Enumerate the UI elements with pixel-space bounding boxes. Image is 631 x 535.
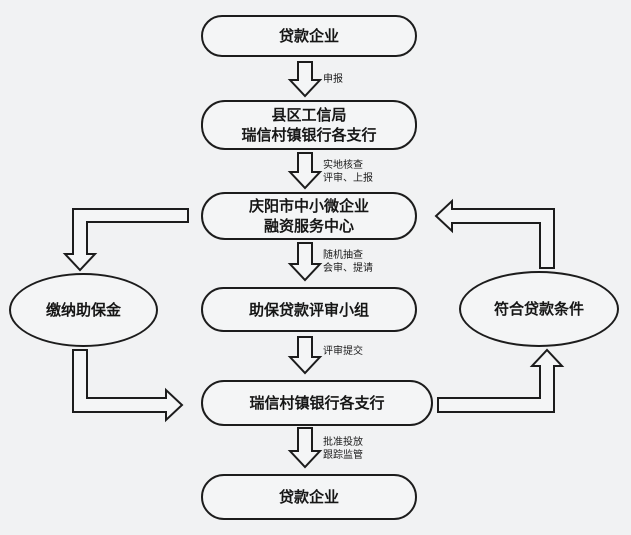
edge-label-declare: 申报 [323,74,343,85]
node-bottom-enterprise: 贷款企业 [201,474,417,520]
arrow-onsite-review [287,152,323,190]
node-financing-center: 庆阳市中小微企业 融资服务中心 [201,192,417,240]
node-review-group-label: 助保贷款评审小组 [248,300,369,319]
node-bottom-enterprise-label: 贷款企业 [278,488,339,506]
node-meets-conditions: 符合贷款条件 [459,271,619,347]
edge-label-onsite-line1: 实地核查 [323,160,363,171]
edge-label-approve-line1: 批准投放 [323,437,363,448]
arrow-guarantee-to-bank [72,349,184,423]
arrow-conditions-to-center [434,198,555,269]
edge-label-onsite-line2: 评审、上报 [323,173,373,184]
node-branch-bank: 瑞信村镇银行各支行 [201,380,433,426]
edge-label-sample-line1: 随机抽查 [323,250,363,261]
node-branch-bank-label: 瑞信村镇银行各支行 [249,394,385,412]
node-meets-conditions-label: 符合贷款条件 [493,300,584,318]
node-top-enterprise-label: 贷款企业 [278,27,339,45]
node-county-bureau-line2: 瑞信村镇银行各支行 [241,126,377,144]
node-guarantee-fund-label: 缴纳助保金 [45,301,121,319]
node-financing-center-line2: 融资服务中心 [263,217,354,235]
node-financing-center-line1: 庆阳市中小微企业 [248,197,369,215]
node-county-bureau: 县区工信局 瑞信村镇银行各支行 [201,100,417,150]
arrow-bank-to-conditions [437,348,565,413]
arrow-center-to-guarantee [62,208,189,272]
edge-label-approve-line2: 跟踪监管 [323,450,363,461]
arrow-approve [287,427,323,469]
node-review-group: 助保贷款评审小组 [201,287,417,332]
arrow-sample-review [287,242,323,282]
arrow-review-submit [287,336,323,375]
arrow-declare [287,61,323,98]
node-guarantee-fund: 缴纳助保金 [9,273,158,347]
edge-label-sample-line2: 会审、提请 [323,263,373,274]
node-county-bureau-line1: 县区工信局 [271,106,347,124]
edge-label-review-submit: 评审提交 [323,346,363,357]
node-top-enterprise: 贷款企业 [201,15,417,57]
